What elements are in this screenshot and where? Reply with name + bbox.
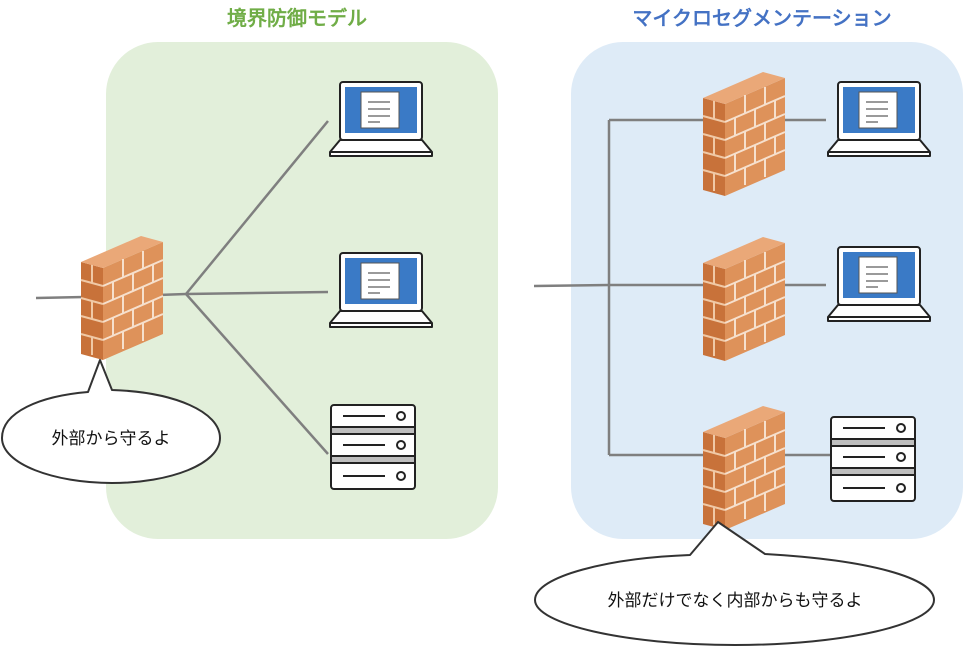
laptop-icon — [329, 81, 433, 157]
left-bubble-text: 外部から守るよ — [52, 429, 171, 449]
laptop-icon — [329, 252, 433, 328]
microsegment-links — [533, 118, 831, 457]
right-panel-title: マイクロセグメンテーション — [632, 6, 891, 30]
left-panel-title: 境界防御モデル — [227, 6, 367, 30]
laptop-icon — [827, 81, 931, 157]
right-bubble-text: 外部だけでなく内部からも守るよ — [608, 591, 863, 611]
laptop-icon — [827, 246, 931, 322]
server-icon — [330, 404, 416, 490]
right-speech-bubble — [534, 521, 935, 646]
left-speech-bubble — [1, 359, 221, 484]
server-icon — [830, 416, 916, 502]
